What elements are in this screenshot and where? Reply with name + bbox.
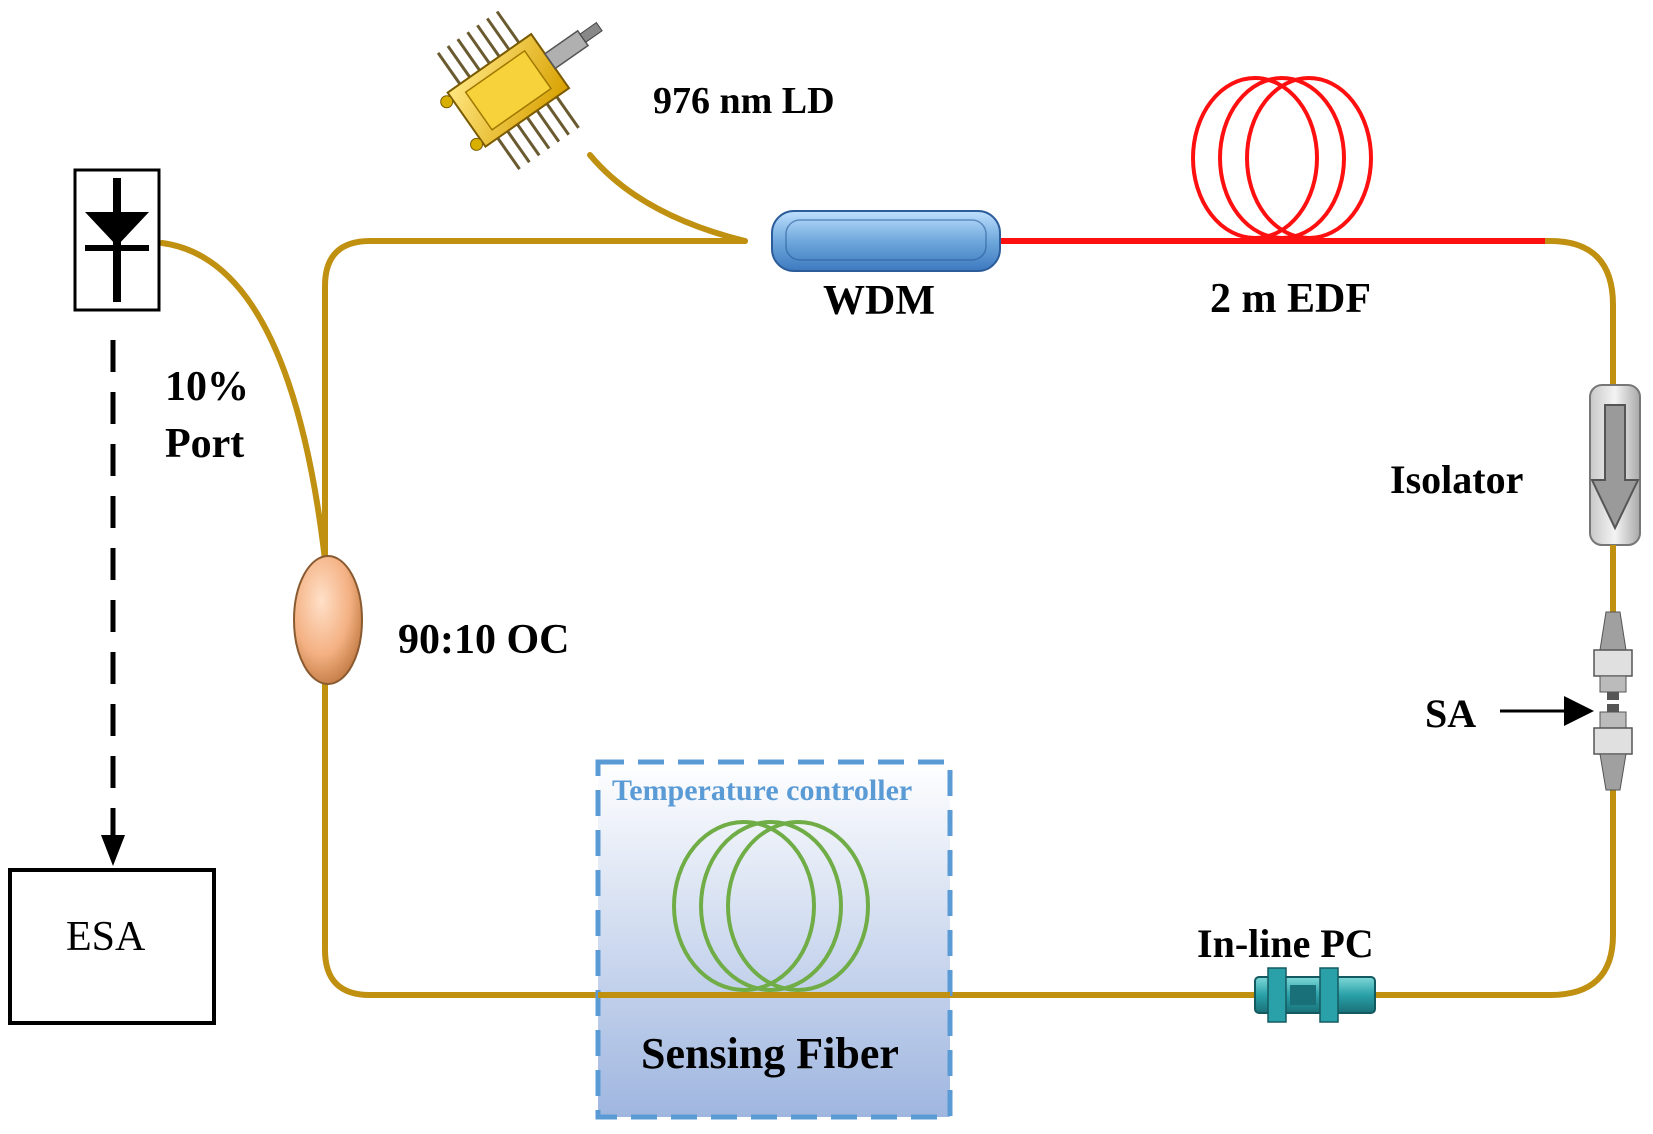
edf-coil <box>1191 76 1373 240</box>
sensing-fiber-label: Sensing Fiber <box>641 1029 899 1078</box>
sa-label: SA <box>1425 691 1476 736</box>
ld-label: 976 nm LD <box>653 80 835 122</box>
pump-laser-diode-icon <box>436 10 603 171</box>
isolator-icon <box>1589 384 1641 546</box>
output-fiber <box>159 240 328 563</box>
isolator-label: Isolator <box>1390 457 1523 502</box>
fiber-ring <box>322 238 1616 998</box>
photodetector-icon <box>73 168 161 312</box>
pump-fiber <box>587 152 748 244</box>
oc-label: 90:10 OC <box>398 617 570 663</box>
edf-label: 2 m EDF <box>1210 276 1371 322</box>
temperature-controller-label: Temperature controller <box>612 774 912 807</box>
signal-arrow-head <box>101 835 125 866</box>
saturable-absorber-icon <box>1593 545 1633 800</box>
port-label-line2: Port <box>165 421 244 467</box>
polarization-controller-icon <box>1254 967 1376 1023</box>
esa-label: ESA <box>66 914 146 960</box>
sensing-fiber-coil <box>672 820 870 992</box>
port-label-line1: 10% <box>165 364 249 410</box>
wdm-label: WDM <box>823 278 935 324</box>
esa-box <box>8 868 216 1025</box>
wdm-coupler <box>771 210 1001 272</box>
output-coupler-icon <box>293 555 363 685</box>
pc-label: In-line PC <box>1197 921 1374 966</box>
